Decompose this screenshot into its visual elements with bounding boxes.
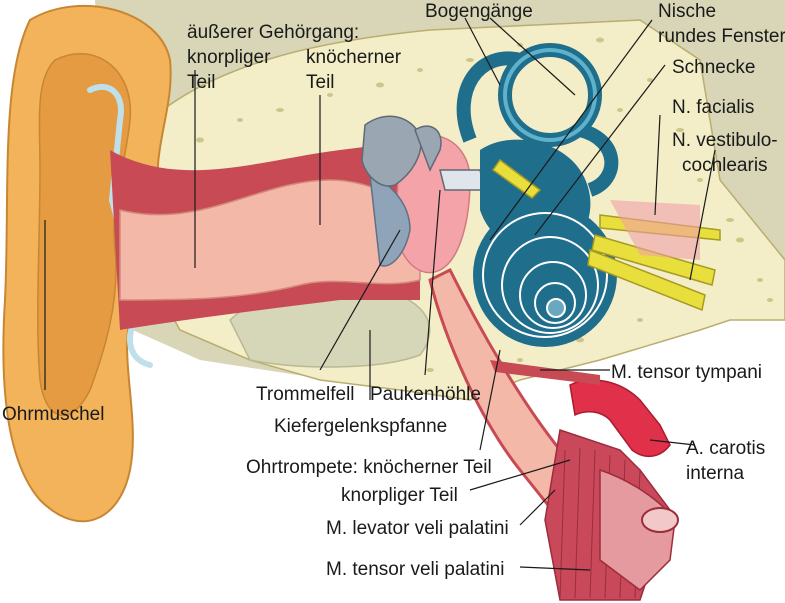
ossicles xyxy=(361,115,486,191)
label-nische-2: rundes Fenster xyxy=(658,26,785,47)
label-m-levator: M. levator veli palatini xyxy=(326,518,509,539)
internal-carotid-artery xyxy=(569,379,671,457)
label-gehoergang-knoecherner-teil: Teil xyxy=(306,72,335,93)
label-m-tensor-tympani: M. tensor tympani xyxy=(611,362,762,383)
auricle-fold xyxy=(37,53,132,417)
label-m-tensor-veli: M. tensor veli palatini xyxy=(326,559,504,580)
label-schnecke: Schnecke xyxy=(672,57,755,78)
label-n-facialis: N. facialis xyxy=(672,97,754,118)
semicircular-canals-lumen xyxy=(503,48,597,142)
tube-cartilage-end xyxy=(599,468,676,591)
facial-nerve-sheath xyxy=(610,200,700,260)
label-n-vestibulo-1: N. vestibulo- xyxy=(672,130,778,151)
label-gehoergang-knoecherner: knöcherner xyxy=(306,47,402,68)
label-gehoergang-knorpliger-teil: Teil xyxy=(187,72,216,93)
label-ohrmuschel: Ohrmuschel xyxy=(2,404,104,425)
cochlea xyxy=(473,203,617,347)
label-gehoergang: äußerer Gehörgang: xyxy=(187,22,359,43)
label-kiefergelenkspfanne: Kiefergelenkspfanne xyxy=(274,416,447,437)
leader-lines xyxy=(44,17,716,571)
label-knorpliger-teil: knorpliger Teil xyxy=(341,485,458,506)
auricle-cartilage xyxy=(87,83,124,233)
label-bogengaenge: Bogengänge xyxy=(425,1,533,22)
tube-opening xyxy=(641,507,679,533)
label-ohrtrompete: Ohrtrompete: knöcherner Teil xyxy=(246,457,492,478)
label-trommelfell: Trommelfell xyxy=(256,384,355,405)
label-paukenhoehle: Paukenhöhle xyxy=(370,384,481,405)
label-nische-1: Nische xyxy=(658,1,716,22)
label-gehoergang-knorpliger: knorpliger xyxy=(187,47,271,68)
tensor-tympani-muscle xyxy=(490,360,600,385)
label-a-carotis-1: A. carotis xyxy=(686,438,765,459)
label-a-carotis-2: interna xyxy=(686,463,745,484)
external-auditory-canal xyxy=(119,179,421,301)
label-n-vestibulo-2: cochlearis xyxy=(682,155,768,176)
